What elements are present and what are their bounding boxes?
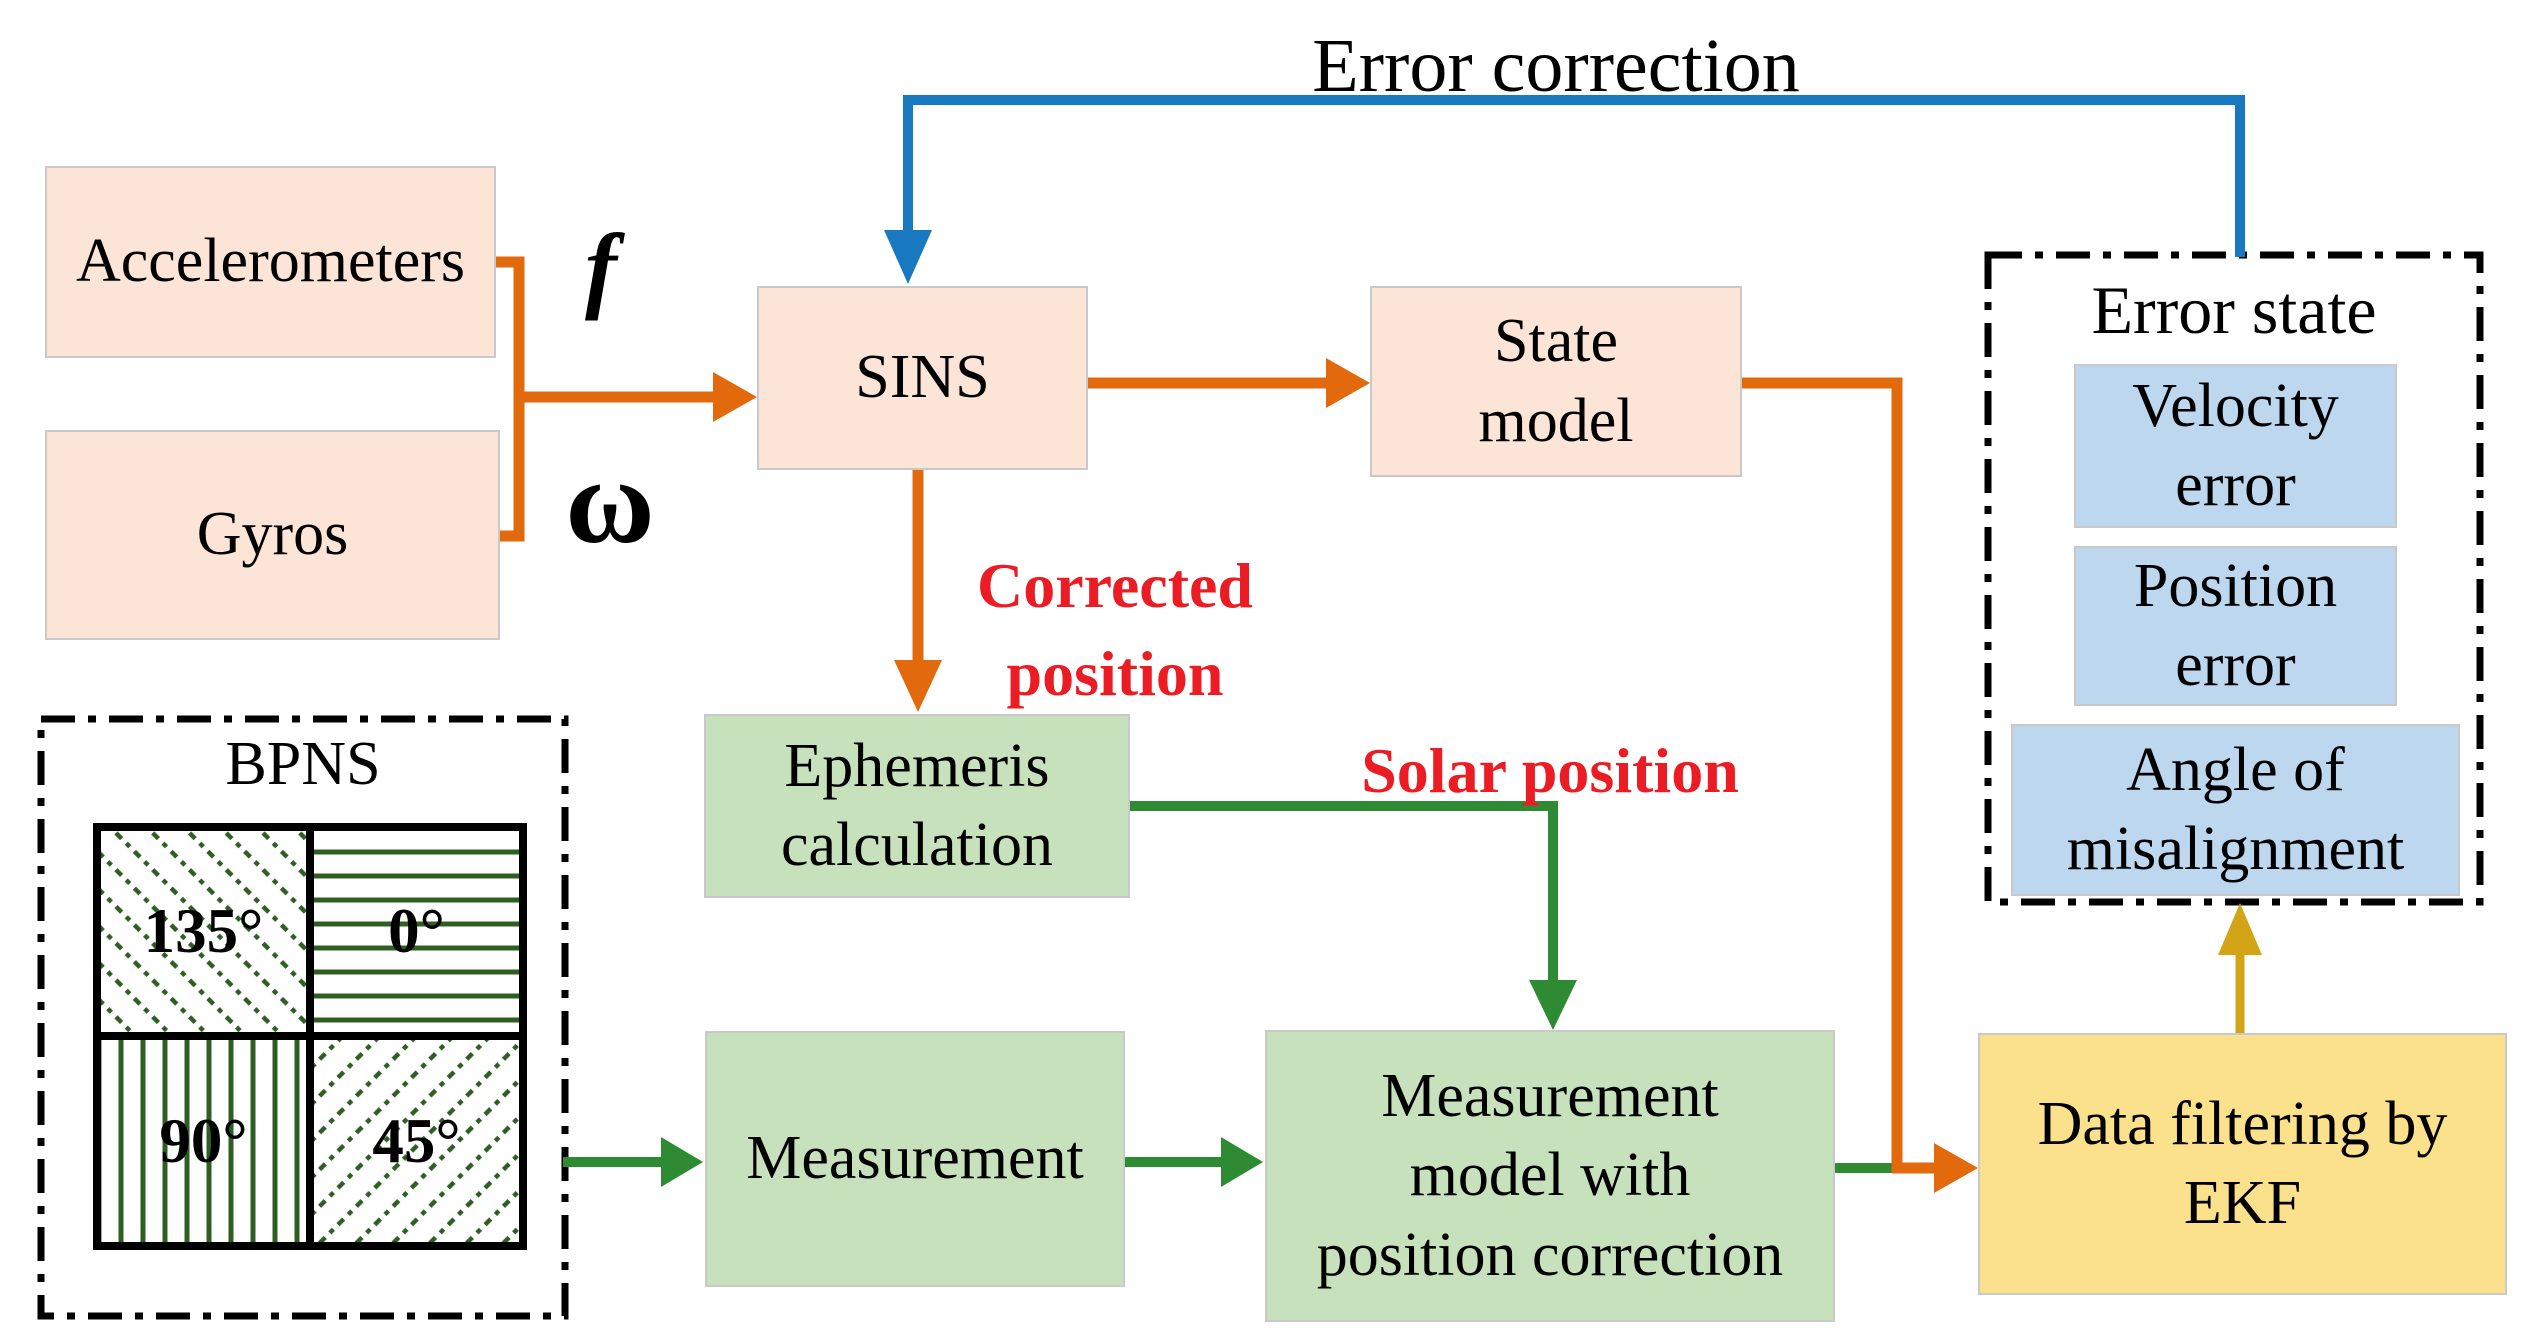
node-measurement-model: Measurement model with position correcti…: [1265, 1030, 1835, 1322]
node-sins: SINS: [757, 286, 1088, 470]
error-state-title: Error state: [2091, 271, 2377, 348]
error-correction-label: Error correction: [1312, 23, 1800, 108]
bpns-dashed-frame: [37, 715, 569, 1320]
bpns-quadrant-45: 45°: [372, 1105, 461, 1176]
node-ephemeris-calculation: Ephemeris calculation: [704, 714, 1130, 898]
error-correction-feedback: [884, 95, 2245, 284]
green-connectors: [563, 801, 1558, 1167]
green-arrowheads: [661, 980, 1577, 1187]
error-state-angle-misalignment: Angle of misalignment: [2011, 724, 2460, 896]
node-accelerometers: Accelerometers: [45, 166, 496, 358]
solar-position-label: Solar position: [1361, 735, 1739, 806]
orange-connectors: [496, 256, 1936, 1174]
error-state-position-error: Position error: [2074, 546, 2397, 706]
bpns-title: BPNS: [225, 729, 381, 798]
orange-arrowheads: [713, 358, 1978, 1193]
node-state-model: State model: [1370, 286, 1742, 477]
corrected-position-label: Corrected position: [977, 550, 1253, 709]
solar-position-line: [1130, 801, 1558, 984]
ekf-to-error-state: [2218, 903, 2262, 1033]
bpns-quadrant-90: 90°: [159, 1105, 248, 1176]
specific-force-symbol: f: [585, 214, 617, 321]
error-state-dashed-frame: [1984, 251, 2484, 906]
bpns-quadrant-135: 135°: [143, 896, 264, 966]
state-to-ekf-line: [1742, 377, 1936, 1174]
node-data-filtering-ekf: Data filtering by EKF: [1978, 1033, 2507, 1295]
bpns-quadrant-0: 0°: [388, 896, 445, 966]
node-measurement: Measurement: [705, 1031, 1125, 1287]
angular-rate-symbol: ω: [565, 434, 655, 569]
error-state-velocity-error: Velocity error: [2074, 364, 2397, 528]
node-gyros: Gyros: [45, 430, 500, 640]
bpns-grid-border: [93, 823, 527, 1250]
bpns-quadrant-hatches: [97, 827, 523, 1246]
